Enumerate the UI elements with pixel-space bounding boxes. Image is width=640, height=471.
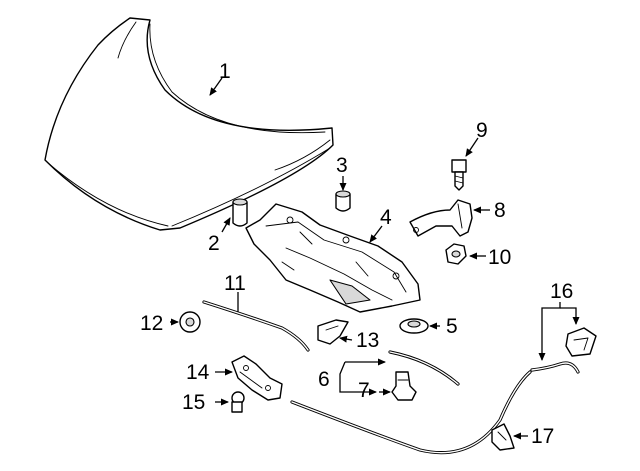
callout-9: 9 [476, 119, 488, 142]
callout-3: 3 [336, 154, 348, 177]
callout-4: 4 [380, 206, 392, 229]
callout-11: 11 [224, 272, 246, 295]
bolt-15 [231, 391, 245, 413]
rod-holder [317, 319, 349, 345]
rod-clip [179, 311, 201, 333]
release-handle [491, 423, 515, 451]
hood-bumper [232, 198, 248, 227]
leader-lines [170, 77, 580, 440]
hood-stop [335, 190, 351, 212]
hood-panel [44, 17, 334, 231]
callout-14: 14 [186, 361, 210, 384]
callout-1: 1 [219, 60, 231, 83]
callout-12: 12 [140, 312, 163, 335]
callout-13: 13 [356, 329, 379, 352]
release-cable [290, 327, 597, 455]
clip [391, 371, 417, 401]
callout-10: 10 [488, 246, 511, 269]
callout-5: 5 [446, 315, 458, 338]
callout-16: 16 [550, 280, 573, 303]
callout-6: 6 [318, 368, 330, 391]
support-rod [202, 300, 310, 352]
nut [445, 243, 467, 265]
callout-17: 17 [531, 425, 554, 448]
hinge [231, 355, 283, 401]
hood-insulator [245, 203, 421, 313]
callout-2: 2 [208, 232, 220, 255]
grommet [399, 318, 429, 334]
callout-numbers: 1 2 3 4 5 6 7 8 9 10 11 12 13 14 15 16 1… [140, 60, 573, 448]
callout-15: 15 [182, 391, 205, 414]
seal-strip [388, 350, 460, 386]
callout-8: 8 [494, 199, 506, 222]
bolt-9 [451, 159, 467, 191]
callout-7: 7 [358, 379, 370, 402]
latch-bracket [409, 199, 473, 237]
